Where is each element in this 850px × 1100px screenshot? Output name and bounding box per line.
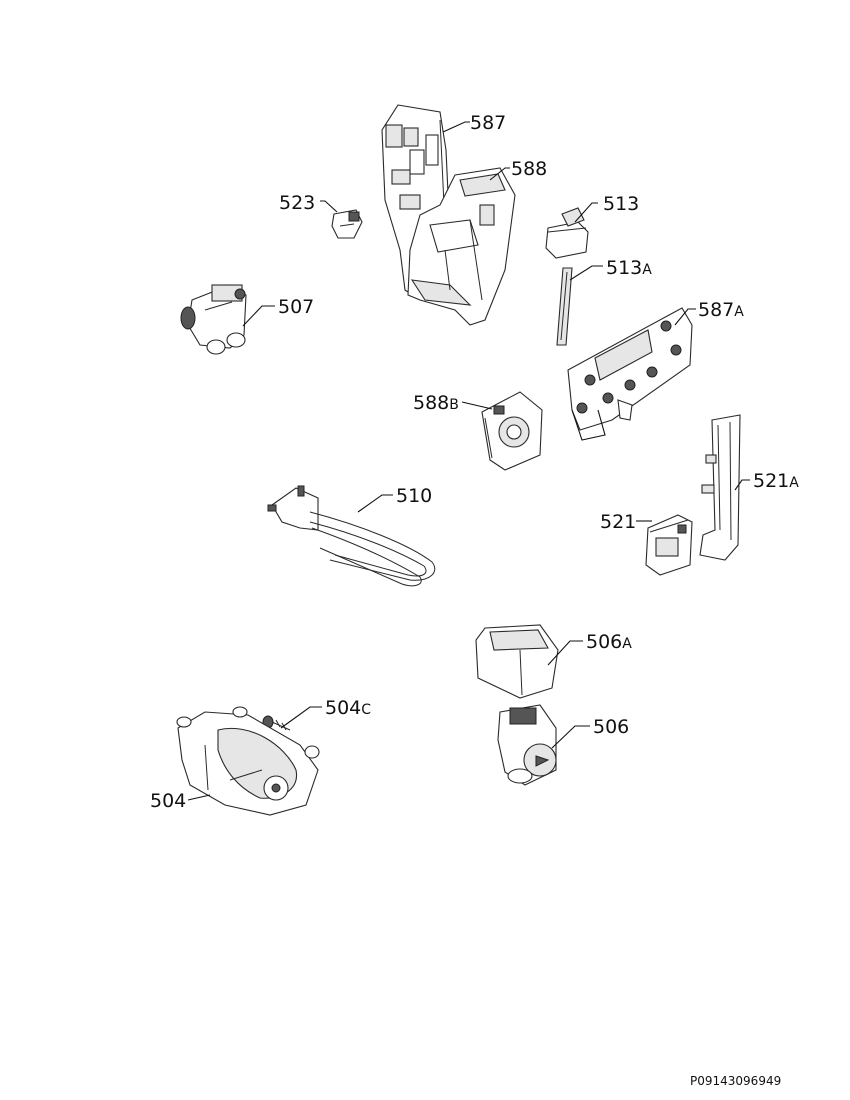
part-587a-control-board [567, 307, 693, 441]
part-513-module [545, 207, 589, 259]
part-521-door-lock [645, 514, 693, 576]
label-513: 513 [603, 193, 639, 215]
leader-lines [187, 121, 750, 801]
part-588-board-housing [407, 167, 516, 326]
label-513a: 513A [606, 257, 652, 279]
label-523: 523 [279, 192, 315, 214]
part-513a-rod [556, 267, 573, 346]
reference-code: P09143096949 [690, 1074, 781, 1088]
part-521a-bracket [699, 414, 741, 561]
leader-504c [280, 706, 322, 729]
leader-513 [574, 202, 598, 223]
leader-506a [547, 640, 583, 666]
leader-587 [442, 121, 470, 133]
label-521: 521 [600, 511, 636, 533]
label-521a: 521A [753, 470, 799, 492]
part-506-drain-pump [497, 704, 557, 786]
label-504c: 504C [325, 697, 371, 719]
label-587: 587 [470, 112, 506, 134]
label-587a: 587A [698, 299, 744, 321]
part-588b-pressure-switch [481, 391, 543, 471]
label-506a: 506A [586, 631, 632, 653]
leader-513a [569, 265, 603, 281]
label-510: 510 [396, 485, 432, 507]
label-504: 504 [150, 790, 186, 812]
leader-510 [357, 494, 393, 513]
leader-523 [320, 200, 338, 213]
label-506: 506 [593, 716, 629, 738]
leader-588b [461, 401, 493, 410]
part-506a-pump-cover [475, 624, 559, 699]
leader-506 [551, 725, 590, 749]
leader-507 [242, 305, 275, 327]
label-588b: 588B [413, 392, 459, 414]
leader-504 [187, 794, 211, 801]
leader-588 [489, 167, 510, 181]
part-504-motor [176, 706, 320, 816]
leader-521a [734, 479, 750, 491]
label-507: 507 [278, 296, 314, 318]
part-523-sensor-clip [331, 209, 363, 239]
leader-587a [674, 308, 696, 326]
label-588: 588 [511, 158, 547, 180]
part-507-inlet-valve [180, 284, 247, 355]
part-510-heating-element [267, 485, 436, 587]
